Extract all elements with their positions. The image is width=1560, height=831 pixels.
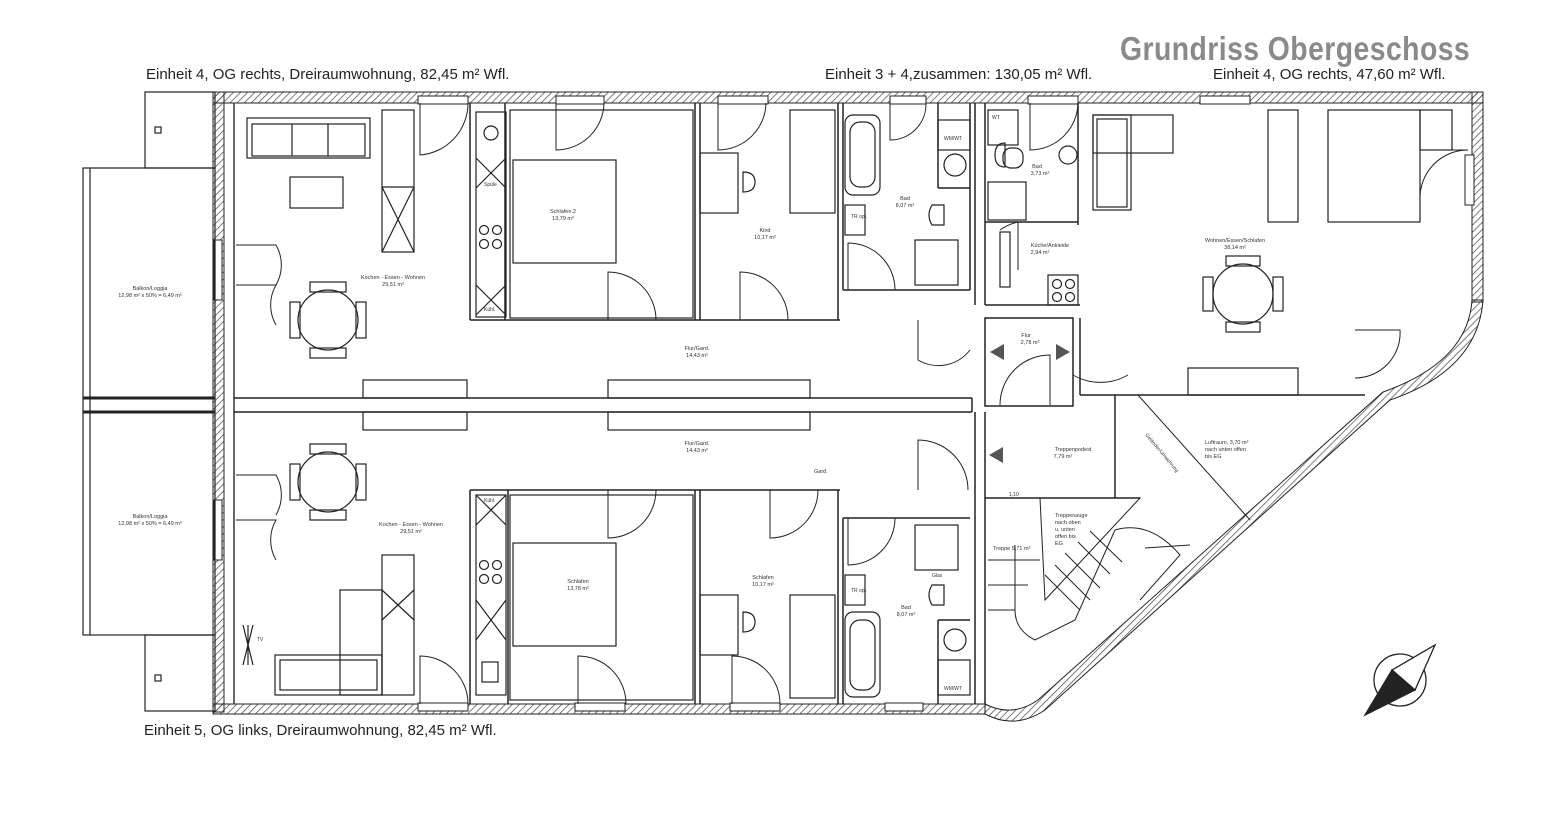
room-label-kochen-bottom: Kochen - Essen - Wohnen (379, 522, 443, 528)
furniture-top-unit (246, 109, 1453, 359)
room-area-flur-top: 14,43 m² (686, 353, 708, 359)
label-tr-opt-top: TR opt. (851, 214, 867, 220)
room-label-bad-bottom: Bad (901, 605, 911, 611)
label-treppe: Treppe 5,71 m² (993, 546, 1031, 552)
room-label-bad-small: Bad (1032, 164, 1042, 170)
room-label-luftraum: Luftraum, 3,70 m² (1205, 440, 1249, 446)
label-gard: Gard. (814, 469, 828, 475)
label-wmwt-bottom: WM/WT (944, 686, 962, 692)
label-wmwt-top: WM/WT (944, 136, 962, 142)
room-area-bad-bottom: 8,07 m² (897, 612, 916, 618)
caption-units-combined: Einheit 3 + 4,zusammen: 130,05 m² Wfl. (825, 66, 1093, 83)
room-label-balkon-top: Balkon/Loggia (133, 286, 169, 292)
room-label-flur-small: Flur (1021, 333, 1031, 339)
room-label-flur-bottom: Flur/Gard. (685, 441, 710, 447)
room-area-schlafen-b: 10,17 m² (752, 582, 774, 588)
room-area-kochen-top: 29,51 m² (382, 282, 404, 288)
room-label-treppenpodest: Treppenpodest (1055, 447, 1092, 453)
room-label-schlafen-b: Schlafen (752, 575, 773, 581)
room-label-kueche: Küche/Ankleide (1031, 243, 1069, 249)
room-label-luftraum-2: nach unten offen (1205, 447, 1246, 453)
room-area-balkon-top: 12,98 m² x 50% = 6,49 m² (118, 293, 182, 299)
room-label-bad-top: Bad (900, 196, 910, 202)
room-area-kochen-bottom: 29,51 m² (400, 529, 422, 535)
room-area-treppenpodest: 7,79 m² (1054, 454, 1073, 460)
label-treppenauge-3: u. unten (1055, 527, 1075, 533)
label-treppenauge-5: EG (1055, 541, 1063, 547)
staircase (988, 394, 1251, 641)
label-tr-opt-bottom: TR opt. (851, 588, 867, 594)
label-treppenauge-2: nach oben (1055, 520, 1081, 526)
outer-walls (212, 91, 1484, 722)
label-glas: Glas (932, 573, 943, 579)
room-area-schlafen-a: 13,78 m² (567, 586, 589, 592)
label-wt: WT (992, 115, 1000, 121)
room-label-balkon-bottom: Balkon/Loggia (133, 514, 169, 520)
room-area-kueche: 2,94 m² (1031, 250, 1050, 256)
room-label-kind: Kind (759, 228, 770, 234)
caption-unit4-left: Einheit 4, OG rechts, Dreiraumwohnung, 8… (146, 66, 510, 83)
furniture-bottom-unit (242, 443, 971, 701)
room-area-flur-bottom: 14,43 m² (686, 448, 708, 454)
room-label-luftraum-3: bis EG (1205, 454, 1222, 460)
caption-unit4-right: Einheit 4, OG rechts, 47,60 m² Wfl. (1213, 66, 1446, 83)
room-area-kind: 10,17 m² (754, 235, 776, 241)
label-dim: 1,10 (1009, 492, 1019, 498)
room-area-bad-small: 3,73 m² (1031, 171, 1050, 177)
label-treppenauge-4: offen bis (1055, 534, 1076, 540)
interior-walls (234, 103, 1365, 704)
stair-arrows (989, 344, 1070, 463)
room-label-schlafen2: Schlafen 2 (550, 209, 576, 215)
room-label-flur-top: Flur/Gard. (685, 346, 710, 352)
room-label-schlafen-a: Schlafen (567, 579, 588, 585)
room-area-wohnen: 38,14 m² (1224, 245, 1246, 251)
doors (236, 102, 1469, 705)
label-treppenauge: Treppenauge (1055, 513, 1088, 519)
wardrobes (362, 367, 1299, 431)
room-area-balkon-bottom: 12,98 m² x 50% = 6,49 m² (118, 521, 182, 527)
label-tv: TV (257, 637, 264, 643)
label-kuehl-top: Kühl. (484, 307, 495, 313)
balcony (82, 91, 216, 712)
plan-title: Grundriss Obergeschoss (1120, 30, 1471, 67)
room-label-kochen-top: Kochen - Essen - Wohnen (361, 275, 425, 281)
room-area-schlafen2: 13,79 m² (552, 216, 574, 222)
room-area-flur-small: 2,78 m² (1021, 340, 1040, 346)
room-label-wohnen: Wohnen/Essen/Schlafen (1205, 238, 1265, 244)
compass-icon (1363, 643, 1437, 717)
caption-unit5: Einheit 5, OG links, Dreiraumwohnung, 82… (144, 722, 497, 739)
room-area-bad-top: 8,07 m² (896, 203, 915, 209)
label-kuehl-bottom: Kühl. (484, 498, 495, 504)
label-spuele: Spüle (484, 182, 497, 188)
windows (213, 95, 1475, 712)
label-gelaender: Geländer/Umwehrung (1143, 432, 1179, 473)
